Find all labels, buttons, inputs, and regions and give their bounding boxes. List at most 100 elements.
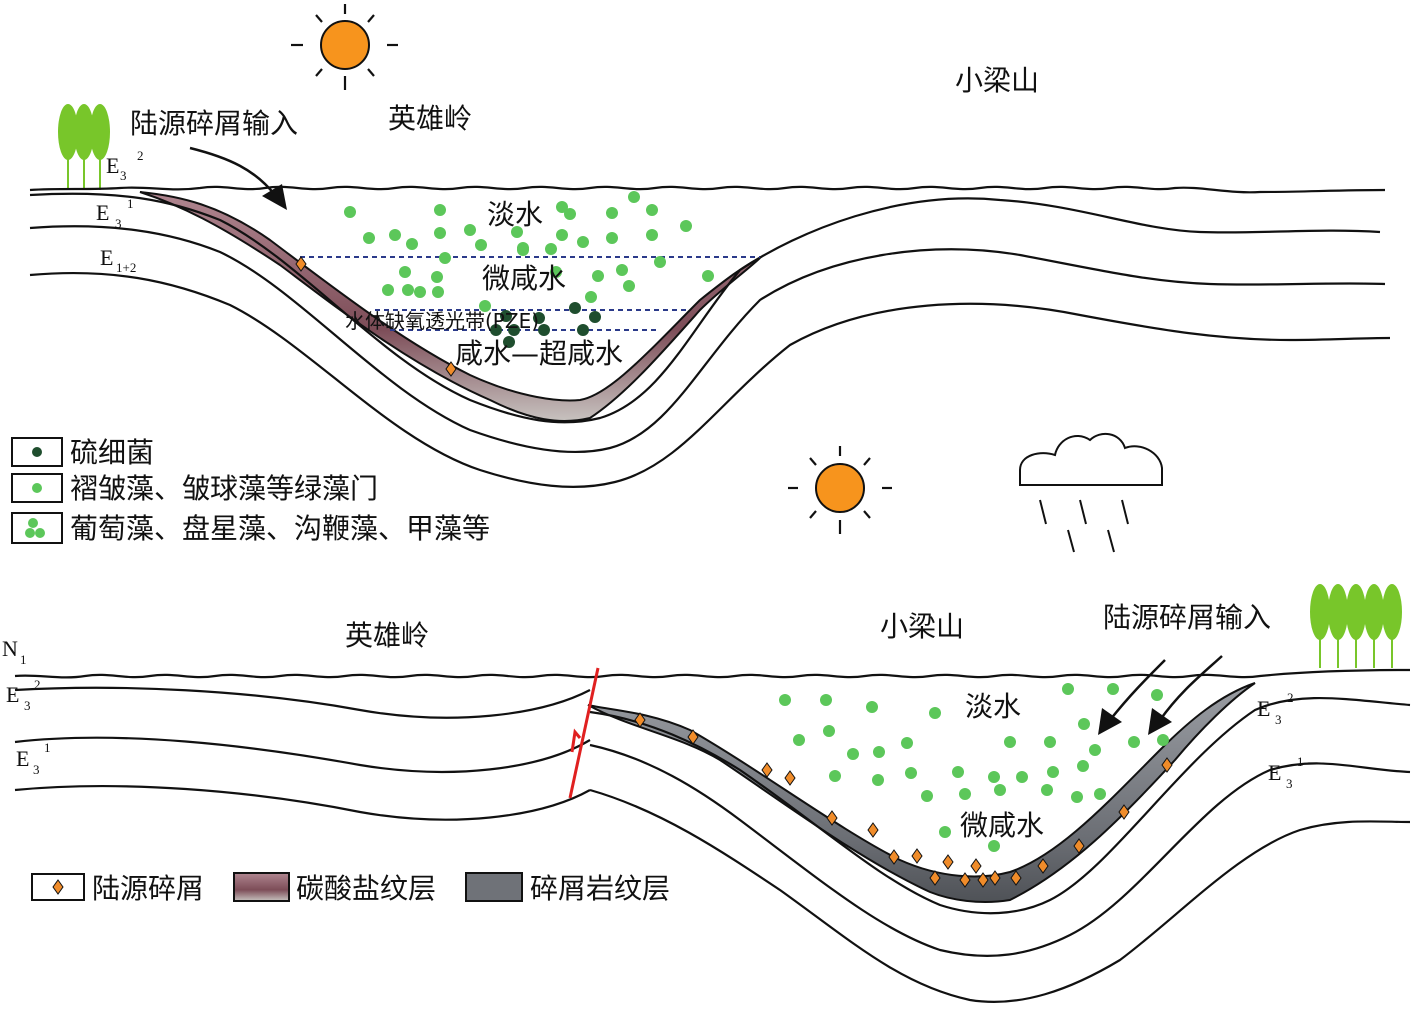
- sun-icon: [291, 4, 398, 90]
- stratum-boundary-bottom-1: [14, 686, 591, 719]
- green-algae-dot: [1089, 744, 1101, 756]
- svg-text:1: 1: [20, 652, 27, 667]
- surface-line-bottom: [14, 668, 1411, 679]
- stratum-label-e3-2-bottom-right: E 3 2: [1257, 690, 1294, 727]
- svg-text:2: 2: [1287, 690, 1294, 705]
- yingxiongling-label-bottom: 英雄岭: [345, 619, 429, 652]
- green-algae-dot: [1071, 791, 1083, 803]
- green-algae-dot: [414, 286, 426, 298]
- svg-text:3: 3: [115, 216, 122, 231]
- svg-text:3: 3: [33, 762, 40, 777]
- surface-line: [29, 185, 1386, 194]
- stratum-boundary-bottom-5: [589, 743, 1411, 957]
- rain-cloud-icon: [1019, 432, 1163, 553]
- green-algae-dot: [439, 252, 451, 264]
- sulfur-bacteria-dot: [577, 324, 589, 336]
- svg-text:3: 3: [120, 168, 127, 183]
- green-algae-dot: [434, 227, 446, 239]
- svg-text:硫细菌: 硫细菌: [70, 436, 154, 469]
- green-algae-dot: [564, 208, 576, 220]
- green-algae-dot: [921, 790, 933, 802]
- sulfur-bacteria-dot: [569, 302, 581, 314]
- green-algae-dot: [646, 229, 658, 241]
- green-algae-dot: [592, 270, 604, 282]
- green-algae-dot: [959, 788, 971, 800]
- algae-dots-bottom: [779, 683, 1169, 852]
- green-algae-dot: [475, 239, 487, 251]
- green-algae-dot: [623, 280, 635, 292]
- legend-top: 硫细菌 褶皱藻、皱球藻等绿藻门 葡萄藻、盘星藻、沟鞭藻、甲藻等: [11, 436, 490, 545]
- detritus-marker: [977, 872, 989, 888]
- green-algae-dot: [1044, 736, 1056, 748]
- fresh-water-label-top: 淡水: [487, 198, 543, 231]
- svg-text:1: 1: [1297, 754, 1304, 769]
- green-algae-dot: [550, 266, 562, 278]
- green-algae-dot: [606, 207, 618, 219]
- tree-crown: [1328, 584, 1348, 640]
- detritus-marker: [942, 854, 954, 870]
- svg-text:葡萄藻、盘星藻、沟鞭藻、甲藻等: 葡萄藻、盘星藻、沟鞭藻、甲藻等: [70, 512, 490, 545]
- sulfur-bacteria-dot: [538, 324, 550, 336]
- detritus-marker: [911, 848, 923, 864]
- green-algae-dot: [402, 284, 414, 296]
- green-algae-dot: [577, 236, 589, 248]
- sulfur-bacteria-dot: [503, 336, 515, 348]
- sulfur-bacteria-dot: [533, 312, 545, 324]
- green-algae-dot: [994, 784, 1006, 796]
- detritus-input-arrow: [1098, 655, 1223, 735]
- sulfur-bacteria-dot: [500, 310, 512, 322]
- detritus-marker: [970, 858, 982, 874]
- green-algae-dot: [431, 271, 443, 283]
- svg-text:E: E: [1268, 760, 1281, 785]
- svg-text:2: 2: [34, 677, 41, 692]
- stratum-label-e1-2-top: E 1+2: [100, 245, 136, 275]
- fresh-water-label-bottom: 淡水: [965, 690, 1021, 723]
- stratum-boundary-e1-2: [29, 225, 1386, 453]
- xiaoliangshan-label-top: 小梁山: [955, 64, 1039, 97]
- green-algae-dot: [1107, 683, 1119, 695]
- green-algae-dot: [1047, 766, 1059, 778]
- green-algae-dot: [363, 232, 375, 244]
- detritus-markers-top: [295, 256, 457, 377]
- legend-item-sulfur-bacteria: 硫细菌: [11, 436, 154, 469]
- sulfur-bacteria-dot: [508, 324, 520, 336]
- brackish-water-label-top: 微咸水: [482, 262, 566, 295]
- green-algae-dot: [646, 204, 658, 216]
- tree-crown: [1382, 584, 1402, 640]
- green-algae-dot: [988, 840, 1000, 852]
- green-algae-dot: [432, 286, 444, 298]
- green-algae-dot: [382, 284, 394, 296]
- detritus-marker: [1037, 858, 1049, 874]
- green-algae-dot: [511, 226, 523, 238]
- svg-text:褶皱藻、皱球藻等绿藻门: 褶皱藻、皱球藻等绿藻门: [70, 472, 378, 505]
- detritus-marker: [888, 849, 900, 865]
- green-algae-dot: [654, 256, 666, 268]
- detritus-input-label-bottom: 陆源碎屑输入: [1103, 601, 1271, 634]
- pze-label: 水体缺氧透光带(PZE): [345, 309, 539, 333]
- detritus-marker: [784, 770, 796, 786]
- green-algae-dot: [1004, 736, 1016, 748]
- svg-text:碳酸盐纹层: 碳酸盐纹层: [296, 872, 436, 905]
- detritus-marker: [989, 870, 1001, 886]
- detritus-input-arrow: [189, 146, 287, 210]
- green-algae-dot: [406, 238, 418, 250]
- stratum-boundary-bottom-6: [589, 788, 1411, 1003]
- svg-text:1+2: 1+2: [116, 260, 136, 275]
- svg-text:碎屑岩纹层: 碎屑岩纹层: [530, 872, 670, 905]
- green-algae-dot: [1157, 734, 1169, 746]
- svg-text:E: E: [6, 682, 19, 707]
- water-zone-dashes: [300, 256, 760, 331]
- svg-text:1: 1: [44, 740, 51, 755]
- top-section: 陆源碎屑输入 英雄岭 小梁山 淡水 微咸水 水体缺氧透光带(PZE) 咸水—超咸…: [29, 4, 1391, 488]
- green-algae-dot: [389, 229, 401, 241]
- green-algae-dot: [680, 220, 692, 232]
- fault-line: [568, 667, 600, 799]
- algae-dots-top: [344, 191, 714, 348]
- green-algae-dot: [1077, 760, 1089, 772]
- green-algae-dot: [939, 826, 951, 838]
- green-algae-dot: [901, 737, 913, 749]
- detritus-marker: [687, 729, 699, 745]
- sulfur-bacteria-dot: [490, 324, 502, 336]
